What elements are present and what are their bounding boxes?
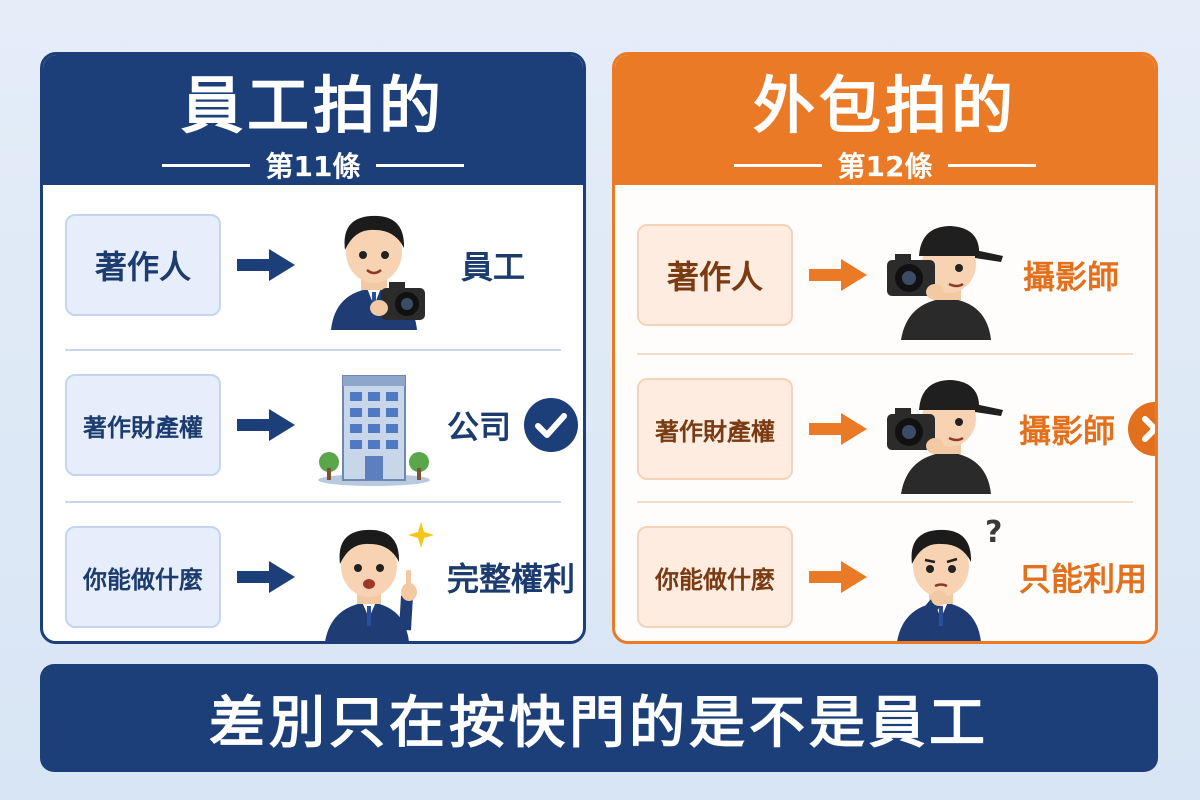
employee-camera-icon — [331, 215, 425, 330]
arrow-right-icon — [809, 259, 867, 291]
contractor-panel-subtitle: 第12條 — [615, 145, 1155, 185]
contractor-row-property-rights: 著作財產權 攝影師 — [637, 359, 1155, 499]
row-label: 你能做什麼 — [637, 526, 793, 628]
row-value: 攝影師 — [1019, 412, 1116, 450]
row-divider — [637, 501, 1133, 503]
row-divider — [65, 349, 561, 351]
check-circle-icon — [524, 398, 579, 452]
row-label: 著作財產權 — [65, 374, 221, 476]
row-value: 只能利用 — [1019, 560, 1148, 598]
subtitle-rule-left — [161, 163, 250, 167]
row-label: 你能做什麼 — [65, 526, 221, 628]
row-divider — [65, 501, 561, 503]
contractor-panel-article: 第12條 — [837, 150, 933, 183]
subtitle-rule-right — [376, 163, 465, 167]
svg-text:?: ? — [985, 515, 1002, 550]
office-building-icon — [318, 375, 430, 486]
employee-pointing-icon — [325, 522, 434, 641]
contractor-panel-title: 外包拍的 — [752, 69, 1017, 142]
contractor-panel-header: 外包拍的 第12條 — [615, 55, 1155, 185]
arrow-right-icon — [237, 561, 295, 593]
subtitle-rule-right — [948, 163, 1037, 167]
arrow-right-icon — [809, 561, 867, 593]
employee-panel-header: 員工拍的 第11條 — [43, 55, 583, 185]
row-label: 著作財產權 — [637, 378, 793, 480]
contractor-panel: 外包拍的 第12條 著作人 — [612, 52, 1158, 644]
x-circle-icon — [1128, 402, 1155, 456]
contractor-row-author: 著作人 攝影師 — [637, 205, 1133, 345]
thinking-person-icon: ? — [897, 515, 1002, 641]
row-label: 著作人 — [65, 214, 221, 316]
row-value: 完整權利 — [447, 560, 576, 598]
arrow-right-icon — [237, 249, 295, 281]
photographer-camera-icon — [887, 226, 1003, 340]
summary-banner: 差別只在按快門的是不是員工 — [40, 664, 1158, 772]
employee-row-usage: 你能做什麼 完整權利 — [65, 507, 575, 641]
employee-row-property-rights: 著作財產權 公司 — [65, 355, 579, 495]
row-value: 員工 — [461, 248, 526, 286]
contractor-row-usage: 你能做什麼 ? 只能利用 — [637, 507, 1147, 641]
employee-row-author: 著作人 員工 — [65, 195, 561, 335]
row-value: 公司 — [447, 408, 512, 446]
photographer-camera-icon — [887, 380, 1003, 494]
employee-panel-subtitle: 第11條 — [43, 145, 583, 185]
row-value: 攝影師 — [1023, 258, 1120, 296]
employee-panel-article: 第11條 — [265, 150, 361, 183]
arrow-right-icon — [809, 413, 867, 445]
employee-panel: 員工拍的 第11條 著作人 — [40, 52, 586, 644]
employee-panel-title: 員工拍的 — [180, 69, 445, 142]
subtitle-rule-left — [733, 163, 822, 167]
row-divider — [637, 353, 1133, 355]
summary-banner-text: 差別只在按快門的是不是員工 — [209, 690, 989, 756]
arrow-right-icon — [237, 409, 295, 441]
row-label: 著作人 — [637, 224, 793, 326]
